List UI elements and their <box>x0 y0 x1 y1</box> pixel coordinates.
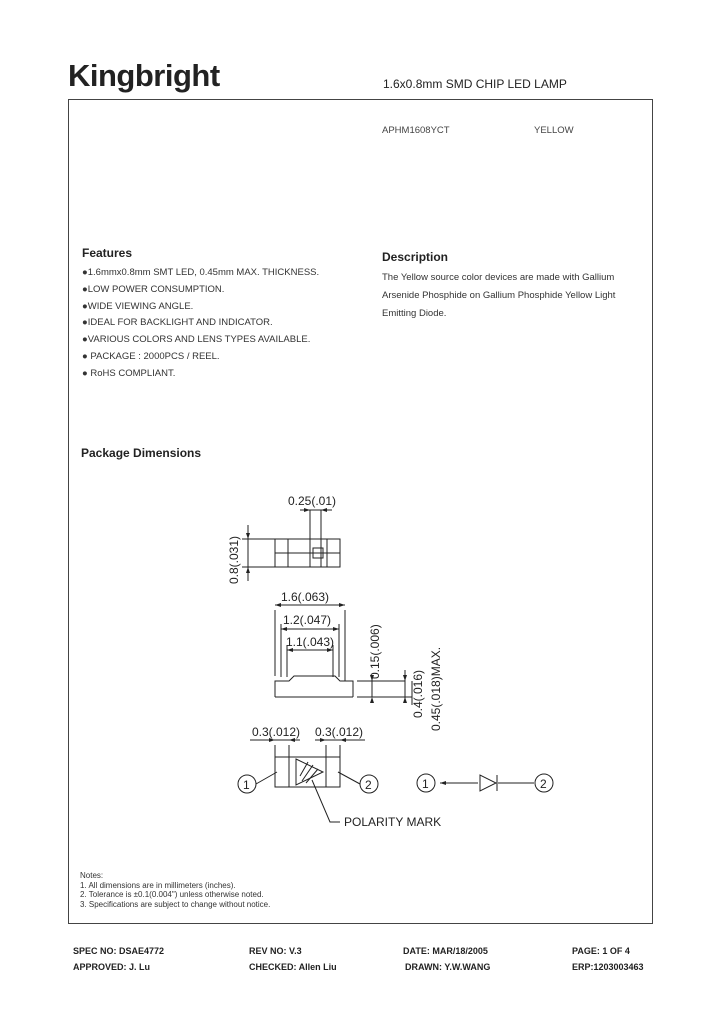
pin2-label: 2 <box>365 778 372 792</box>
description-text: The Yellow source color devices are made… <box>382 272 616 319</box>
dim-pad-width: 0.25(.01) <box>288 494 336 508</box>
schematic-pin1-circle <box>416 773 436 793</box>
drawn-by: DRAWN: Y.W.WANG <box>405 962 491 972</box>
feature-item: ●LOW POWER CONSUMPTION. <box>82 283 225 295</box>
package-dimensions-heading: Package Dimensions <box>81 446 202 460</box>
notes-title: Notes: <box>80 871 104 880</box>
notes-block: Notes: 1. All dimensions are in millimet… <box>80 871 270 909</box>
side-view-body <box>274 675 354 697</box>
features-heading: Features <box>82 246 133 260</box>
spec-no: SPEC NO: DSAE4772 <box>73 946 165 956</box>
description-heading: Description <box>382 250 449 264</box>
schematic-pin2-circle <box>534 773 554 793</box>
note-item: 2. Tolerance is ±0.1(0.004") unless othe… <box>80 890 264 900</box>
pin1-circle <box>237 774 257 794</box>
dim-step: 0.15(.006) <box>368 624 382 679</box>
feature-item: ●1.6mmx0.8mm SMT LED, 0.45mm MAX. THICKN… <box>82 267 320 278</box>
part-number: APHM1608YCT <box>382 125 450 136</box>
dim-terminal-right: 0.3(.012) <box>315 725 363 739</box>
document-title: 1.6x0.8mm SMD CHIP LED LAMP <box>383 77 567 91</box>
feature-item: ●VARIOUS COLORS AND LENS TYPES AVAILABLE… <box>82 334 311 346</box>
note-item: 1. All dimensions are in millimeters (in… <box>80 880 236 890</box>
company-logo: Kingbright <box>68 58 220 93</box>
checked-by: CHECKED: Allen Liu <box>249 962 337 972</box>
part-color: YELLOW <box>534 125 574 136</box>
feature-item: ●WIDE VIEWING ANGLE. <box>82 300 194 312</box>
page-number: PAGE: 1 OF 4 <box>572 946 630 956</box>
dim-terminal-left: 0.3(.012) <box>252 725 300 739</box>
polarity-mark-label: POLARITY MARK <box>344 815 441 829</box>
bottom-view-body <box>274 756 341 788</box>
dim-height: 0.8(.031) <box>227 536 241 584</box>
schematic-pin2-label: 2 <box>540 777 547 791</box>
schematic-pin1-label: 1 <box>422 777 429 791</box>
dim-thickness-2: 0.45(.018)MAX. <box>429 647 443 731</box>
polarity-triangle <box>295 758 325 786</box>
feature-item: ● RoHS COMPLIANT. <box>82 367 176 379</box>
pin1-label: 1 <box>243 778 250 792</box>
feature-item: ● PACKAGE : 2000PCS / REEL. <box>82 350 220 362</box>
feature-item: ●IDEAL FOR BACKLIGHT AND INDICATOR. <box>82 317 273 329</box>
dim-length: 1.6(.063) <box>281 590 329 604</box>
dim-inner-width-1: 1.2(.047) <box>283 613 331 627</box>
dim-inner-width-2: 1.1(.043) <box>286 635 334 649</box>
approved-by: APPROVED: J. Lu <box>73 962 151 972</box>
datasheet-frame <box>68 99 653 924</box>
top-view-chip <box>312 547 324 559</box>
features-list: ●1.6mmx0.8mm SMT LED, 0.45mm MAX. THICKN… <box>82 266 319 384</box>
date: DATE: MAR/18/2005 <box>403 946 488 956</box>
note-item: 3. Specifications are subject to change … <box>80 899 271 909</box>
rev-no: REV NO: V.3 <box>249 946 302 956</box>
dim-thickness-1: 0.4(.016) <box>411 670 425 718</box>
erp-number: ERP:1203003463 <box>572 962 644 972</box>
diode-symbol <box>479 774 498 792</box>
